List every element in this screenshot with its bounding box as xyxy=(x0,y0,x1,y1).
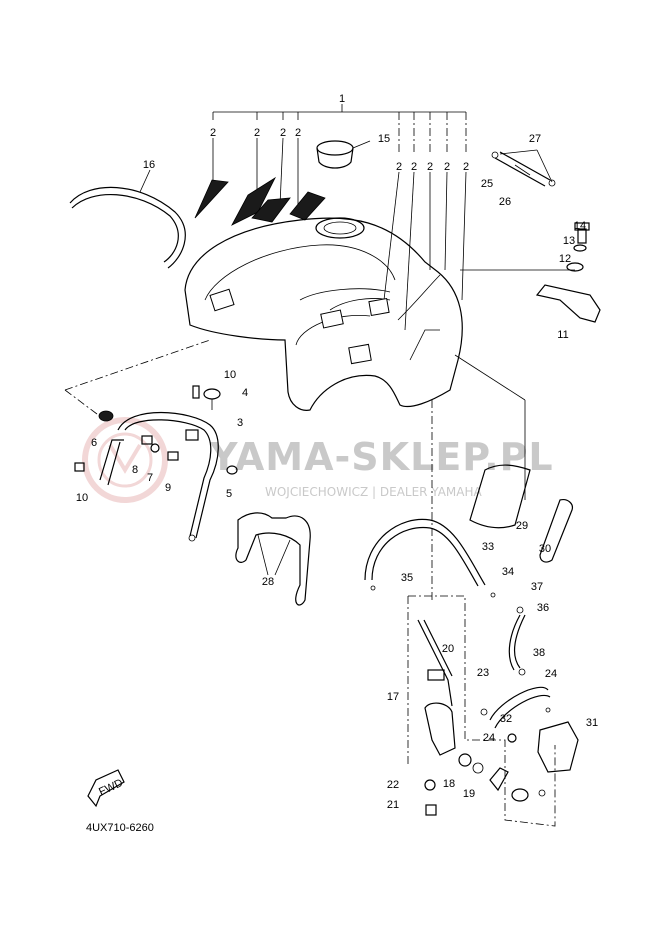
callout-2: 2 xyxy=(444,161,450,173)
callout-15: 15 xyxy=(378,133,390,145)
callout-2: 2 xyxy=(280,127,286,139)
mount-hardware xyxy=(460,222,601,323)
callout-24: 24 xyxy=(483,732,495,744)
callout-2: 2 xyxy=(295,127,301,139)
callout-8: 8 xyxy=(132,464,138,476)
callout-1-bracket xyxy=(212,104,467,331)
callout-23: 23 xyxy=(477,667,489,679)
callout-33: 33 xyxy=(482,541,494,553)
callout-3: 3 xyxy=(237,417,243,429)
callout-2: 2 xyxy=(411,161,417,173)
callout-7: 7 xyxy=(147,472,153,484)
callout-20: 20 xyxy=(442,643,454,655)
decal-stripes xyxy=(194,176,326,226)
callout-28: 28 xyxy=(262,576,274,588)
callout-32: 32 xyxy=(500,713,512,725)
callout-6: 6 xyxy=(91,437,97,449)
callout-2: 2 xyxy=(396,161,402,173)
hose-33 xyxy=(364,518,486,587)
pads xyxy=(469,464,573,563)
small-hardware xyxy=(74,385,238,475)
fuel-cap xyxy=(316,140,371,169)
fwd-label: FWD xyxy=(97,777,125,798)
callout-11: 11 xyxy=(557,329,568,341)
callout-36: 36 xyxy=(537,602,549,614)
callout-25: 25 xyxy=(481,178,493,190)
callout-10: 10 xyxy=(76,492,88,504)
callout-9: 9 xyxy=(165,482,171,494)
vent-hoses xyxy=(370,585,579,797)
fwd-arrow-icon: FWD xyxy=(87,769,125,808)
tank-mount-stay xyxy=(99,412,219,542)
breather-pipe xyxy=(491,149,556,187)
fuel-cock xyxy=(417,619,529,816)
callout-2: 2 xyxy=(254,127,260,139)
callout-19: 19 xyxy=(463,788,475,800)
callout-17: 17 xyxy=(387,691,399,703)
callout-29: 29 xyxy=(516,520,528,532)
callout-38: 38 xyxy=(533,647,545,659)
callout-18: 18 xyxy=(443,778,455,790)
callout-2: 2 xyxy=(463,161,469,173)
callout-34: 34 xyxy=(502,566,514,578)
callout-10: 10 xyxy=(224,369,236,381)
callout-31: 31 xyxy=(586,717,598,729)
callout-26: 26 xyxy=(499,196,511,208)
callout-4: 4 xyxy=(242,387,248,399)
fuel-tank xyxy=(184,217,463,411)
callout-1: 1 xyxy=(339,93,345,105)
callout-22: 22 xyxy=(387,779,399,791)
bracket-28 xyxy=(235,512,311,606)
callout-16: 16 xyxy=(143,159,155,171)
watermark-subtitle: WOJCIECHOWICZ | DEALER YAMAHA xyxy=(265,485,483,499)
part-code: 4UX710-6260 xyxy=(86,822,154,834)
callout-30: 30 xyxy=(539,543,551,555)
fuel-cock-frame xyxy=(407,595,556,827)
callout-21: 21 xyxy=(387,799,399,811)
callout-24: 24 xyxy=(545,668,557,680)
leader-lines xyxy=(64,339,526,600)
knee-grip-strip xyxy=(69,186,186,269)
callout-5: 5 xyxy=(226,488,232,500)
callout-2: 2 xyxy=(210,127,216,139)
callout-2: 2 xyxy=(427,161,433,173)
watermark-title: YAMA-SKLEP.PL xyxy=(209,435,554,479)
callout-35: 35 xyxy=(401,572,413,584)
callout-13: 13 xyxy=(563,235,575,247)
callout-14: 14 xyxy=(574,220,586,232)
watermark-logo xyxy=(82,417,168,503)
callout-37: 37 xyxy=(531,581,543,593)
callout-27: 27 xyxy=(529,133,541,145)
callout-12: 12 xyxy=(559,253,571,265)
